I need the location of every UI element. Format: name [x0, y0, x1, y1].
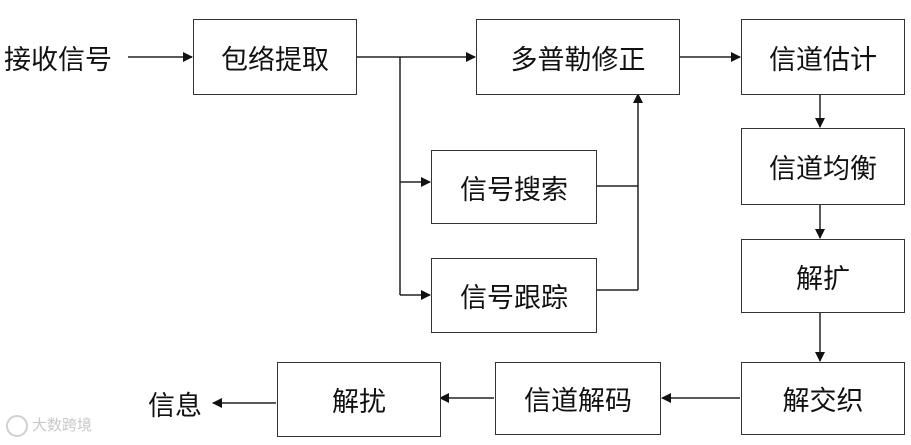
channel-equalization-box: 信道均衡	[741, 128, 905, 205]
channel-estimation-box: 信道估计	[741, 19, 905, 95]
watermark-text: 大数跨境	[32, 416, 93, 434]
deinterleaving-box: 解交织	[741, 362, 905, 435]
watermark-logo-icon	[6, 414, 28, 437]
envelope-extraction-box: 包络提取	[193, 19, 357, 95]
signal-search-box: 信号搜索	[431, 150, 597, 224]
output-label: 信息	[148, 391, 202, 422]
despreading-box: 解扩	[741, 239, 905, 313]
input-label: 接收信号	[4, 45, 112, 76]
descrambling-box: 解扰	[277, 362, 441, 437]
watermark: 大数跨境	[6, 414, 92, 437]
channel-decoding-box: 信道解码	[495, 362, 661, 435]
doppler-correction-box: 多普勒修正	[476, 19, 680, 95]
signal-tracking-box: 信号跟踪	[431, 258, 597, 333]
